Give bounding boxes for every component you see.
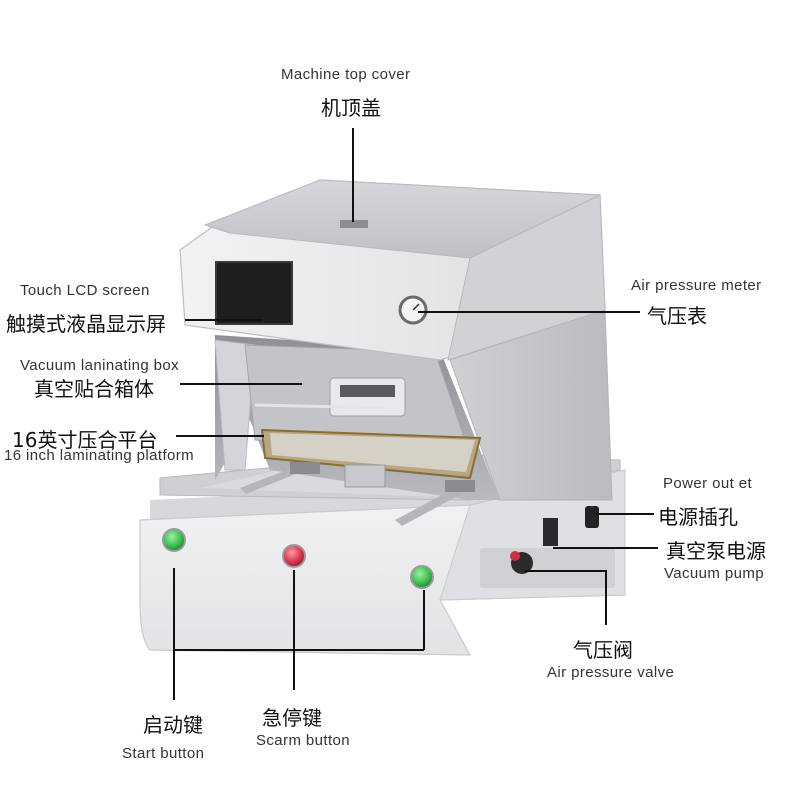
- vacuum-box-label-en: Vacuum laninating box: [20, 357, 180, 374]
- leader-lines: [173, 128, 658, 700]
- vacuum-pump-socket: [543, 518, 558, 546]
- vacuum-pump-label-zh: 真空泵电源: [666, 539, 766, 563]
- pressure-meter-label-en: Air pressure meter: [631, 277, 762, 294]
- touch-lcd-screen[interactable]: [215, 261, 293, 325]
- start-button-green-right[interactable]: [410, 565, 434, 589]
- power-outlet-label-en: Power out et: [663, 475, 753, 492]
- start-button-label-zh: 启动键: [143, 713, 203, 737]
- scarm-button-label-zh: 急停键: [262, 706, 322, 730]
- start-button-label-en: Start button: [122, 745, 205, 762]
- pressure-meter-label-zh: 气压表: [647, 304, 707, 328]
- platform-label-zh: 16英寸压合平台: [12, 428, 158, 452]
- scarm-button-red[interactable]: [282, 544, 306, 568]
- vacuum-box-label-zh: 真空贴合箱体: [34, 377, 154, 401]
- machine-top-cover: [179, 179, 606, 361]
- touch-screen-label-zh: 触摸式液晶显示屏: [6, 312, 166, 336]
- start-button-green-left[interactable]: [162, 528, 186, 552]
- vacuum-pump-label-en: Vacuum pump: [664, 565, 765, 582]
- top-cover-label-en: Machine top cover: [281, 66, 411, 83]
- scarm-button-label-en: Scarm button: [256, 732, 351, 749]
- machine-housing: [214, 309, 613, 526]
- pressure-valve-label-zh: 气压阀: [573, 638, 633, 662]
- touch-screen-label-en: Touch LCD screen: [20, 282, 150, 299]
- power-outlet: [585, 506, 599, 528]
- top-cover-label-zh: 机顶盖: [321, 96, 381, 120]
- platform-label-en: 16 inch laminating platform: [4, 447, 195, 464]
- pressure-valve-label-en: Air pressure valve: [547, 664, 675, 681]
- power-outlet-label-zh: 电源插孔: [658, 505, 738, 529]
- front-buttons: [162, 528, 434, 589]
